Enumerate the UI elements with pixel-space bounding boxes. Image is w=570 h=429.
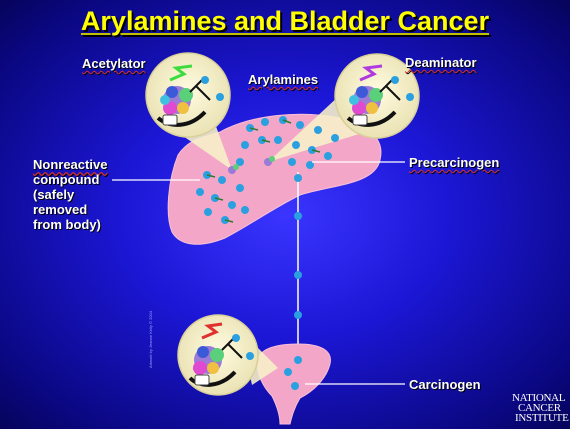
acetylator-enzyme bbox=[156, 64, 224, 127]
liver-molecule-links bbox=[206, 119, 321, 223]
nci-logo-line: INSTITUTE bbox=[515, 412, 569, 424]
label-precarcinogen: Precarcinogen bbox=[409, 155, 500, 170]
liver-enzyme-small-right bbox=[264, 156, 275, 166]
nci-logo: NATIONAL CANCER INSTITUTE bbox=[512, 392, 569, 427]
label-arylamines: Arylamines bbox=[248, 72, 319, 87]
label-acetylator: Acetylator bbox=[82, 56, 146, 71]
deaminator-enzyme bbox=[346, 64, 414, 127]
label-nonreactive-line: Nonreactive bbox=[33, 157, 108, 172]
artwork-credit: Artwork by Jeanne Kelly © 2004 bbox=[148, 311, 153, 368]
label-nonreactive-compound: Nonreactive compound (safely removed fro… bbox=[33, 157, 123, 232]
bladder-molecules bbox=[284, 356, 302, 390]
label-nonreactive-line: compound bbox=[33, 172, 100, 187]
label-nonreactive-line: from body) bbox=[33, 217, 101, 232]
label-deaminator: Deaminator bbox=[405, 55, 477, 70]
liver-enzyme-small-left bbox=[228, 164, 239, 174]
label-carcinogen: Carcinogen bbox=[409, 377, 481, 392]
slide-title: Arylamines and Bladder Cancer bbox=[80, 6, 490, 36]
label-nonreactive-line: removed bbox=[33, 202, 88, 217]
nci-logo-line: CANCER bbox=[518, 402, 561, 414]
nci-logo-line: NATIONAL bbox=[512, 392, 566, 404]
bladder-enzyme bbox=[188, 322, 254, 387]
label-nonreactive-line: (safely bbox=[33, 187, 75, 202]
ureter-molecules bbox=[294, 174, 302, 319]
